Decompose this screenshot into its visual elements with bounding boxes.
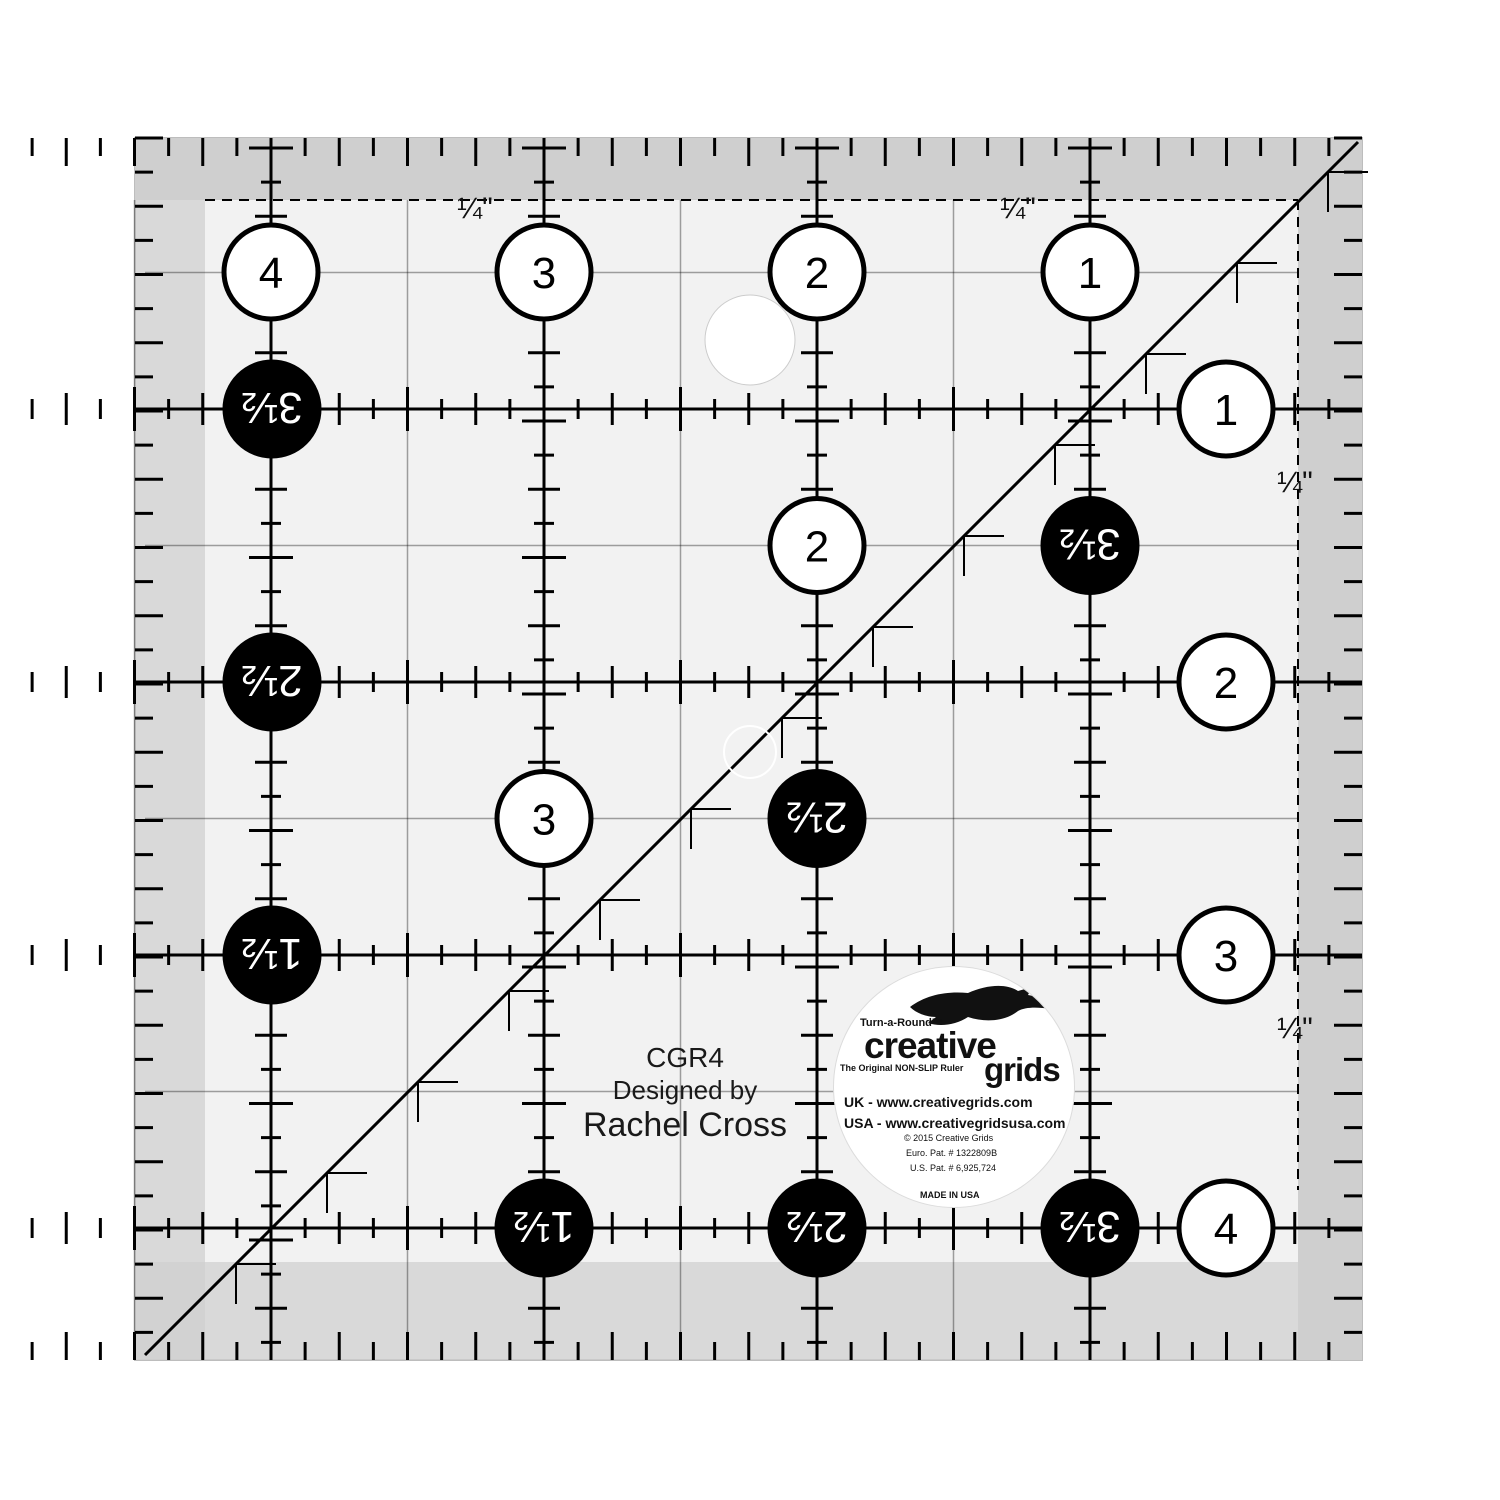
number-badge-label: 2 xyxy=(805,523,829,572)
number-badge-label: 2 xyxy=(805,249,829,298)
left-half-inch-badge: 3½ xyxy=(222,359,322,459)
number-badge-label: 1½ xyxy=(513,1202,574,1251)
right-inch-badge: 4 xyxy=(1176,1178,1276,1278)
seal-made-in: MADE IN USA xyxy=(920,1190,980,1200)
seam-allowance-label: ¼" xyxy=(1277,466,1313,499)
bottom-half-inch-badge: 2½ xyxy=(767,1178,867,1278)
left-half-inch-badge: 1½ xyxy=(222,905,322,1005)
seal-euro-patent: Euro. Pat. # 1322809B xyxy=(906,1148,998,1158)
inner-badge: 3 xyxy=(494,769,594,868)
number-badge-circle xyxy=(494,1178,594,1278)
number-badge-label: 4 xyxy=(259,249,283,298)
inner-badge: 3½ xyxy=(1040,496,1140,595)
top-inch-badge: 4 xyxy=(221,222,321,322)
number-badge-label: 3½ xyxy=(241,383,302,432)
number-badge-label: 3½ xyxy=(1059,520,1120,569)
bottom-half-inch-badge: 3½ xyxy=(1040,1178,1140,1278)
seal-uk-website: UK - www.creativegrids.com xyxy=(844,1094,1033,1110)
seal-copyright: © 2015 Creative Grids xyxy=(904,1133,994,1143)
left-shade-band xyxy=(135,138,205,1360)
designer-name: Rachel Cross xyxy=(582,1106,788,1144)
inner-badge: 2½ xyxy=(767,769,867,868)
seal-brand-name-part1: creative xyxy=(864,1025,997,1066)
number-badge-label: 2 xyxy=(1214,659,1238,708)
seal-brand-name-part2: grids xyxy=(984,1051,1061,1088)
right-inch-badge: 1 xyxy=(1176,359,1276,459)
number-badge-label: 3 xyxy=(1214,932,1238,981)
number-badge-circle xyxy=(1176,1178,1276,1278)
number-badge-circle xyxy=(1176,905,1276,1005)
number-badge-label: 1 xyxy=(1214,386,1238,435)
right-inch-badge: 3 xyxy=(1176,905,1276,1005)
brand-seal: Turn-a-Round™ creative grids The Origina… xyxy=(834,967,1074,1207)
seal-tagline: The Original NON-SLIP Ruler xyxy=(840,1063,964,1073)
number-badge-label: 3½ xyxy=(1059,1202,1120,1251)
number-badge-circle xyxy=(494,769,594,868)
right-seam-band xyxy=(1298,138,1362,1360)
number-badge-circle xyxy=(1176,359,1276,459)
number-badge-circle xyxy=(1040,1178,1140,1278)
number-badge-circle xyxy=(1040,496,1140,595)
number-badge-label: 3 xyxy=(532,796,556,845)
number-badge-circle xyxy=(1176,632,1276,732)
number-badge-circle xyxy=(767,222,867,322)
number-badge-label: 4 xyxy=(1214,1205,1238,1254)
number-badge-label: 2½ xyxy=(241,656,302,705)
seam-allowance-label: ¼" xyxy=(457,192,493,225)
number-badge-label: 3 xyxy=(532,249,556,298)
number-badge-circle xyxy=(222,632,322,732)
designed-by-label: Designed by xyxy=(612,1075,758,1105)
fox-icon xyxy=(910,985,1052,1025)
number-badge-circle xyxy=(222,359,322,459)
seam-allowance-label: ¼" xyxy=(1277,1012,1313,1045)
top-inch-badge: 1 xyxy=(1040,222,1140,322)
number-badge-label: 1 xyxy=(1078,249,1102,298)
number-badge-circle xyxy=(221,222,321,322)
number-badge-label: 2½ xyxy=(786,1202,847,1251)
bottom-half-inch-badge: 1½ xyxy=(494,1178,594,1278)
number-badge-circle xyxy=(767,496,867,595)
left-half-inch-badge: 2½ xyxy=(222,632,322,732)
inner-badge: 2 xyxy=(767,496,867,595)
center-ring xyxy=(723,725,777,779)
seal-us-patent: U.S. Pat. # 6,925,724 xyxy=(910,1163,997,1173)
seal-usa-website: USA - www.creativegridsusa.com xyxy=(844,1115,1066,1131)
number-badge-circle xyxy=(1040,222,1140,322)
diagonal-45-line xyxy=(143,140,1360,1357)
number-badge-circle xyxy=(767,769,867,868)
right-inch-badge: 2 xyxy=(1176,632,1276,732)
number-badge-circle xyxy=(494,222,594,322)
seal-turn-a-round: Turn-a-Round™ xyxy=(860,1017,943,1029)
number-badge-label: 2½ xyxy=(786,793,847,842)
number-badge-label: 1½ xyxy=(241,929,302,978)
hanging-hole xyxy=(704,294,796,386)
number-badge-circle xyxy=(767,1178,867,1278)
seam-allowance-label: ¼" xyxy=(1000,192,1036,225)
model-code: CGR4 xyxy=(646,1042,724,1073)
top-inch-badge: 2 xyxy=(767,222,867,322)
number-badge-circle xyxy=(222,905,322,1005)
top-inch-badge: 3 xyxy=(494,222,594,322)
